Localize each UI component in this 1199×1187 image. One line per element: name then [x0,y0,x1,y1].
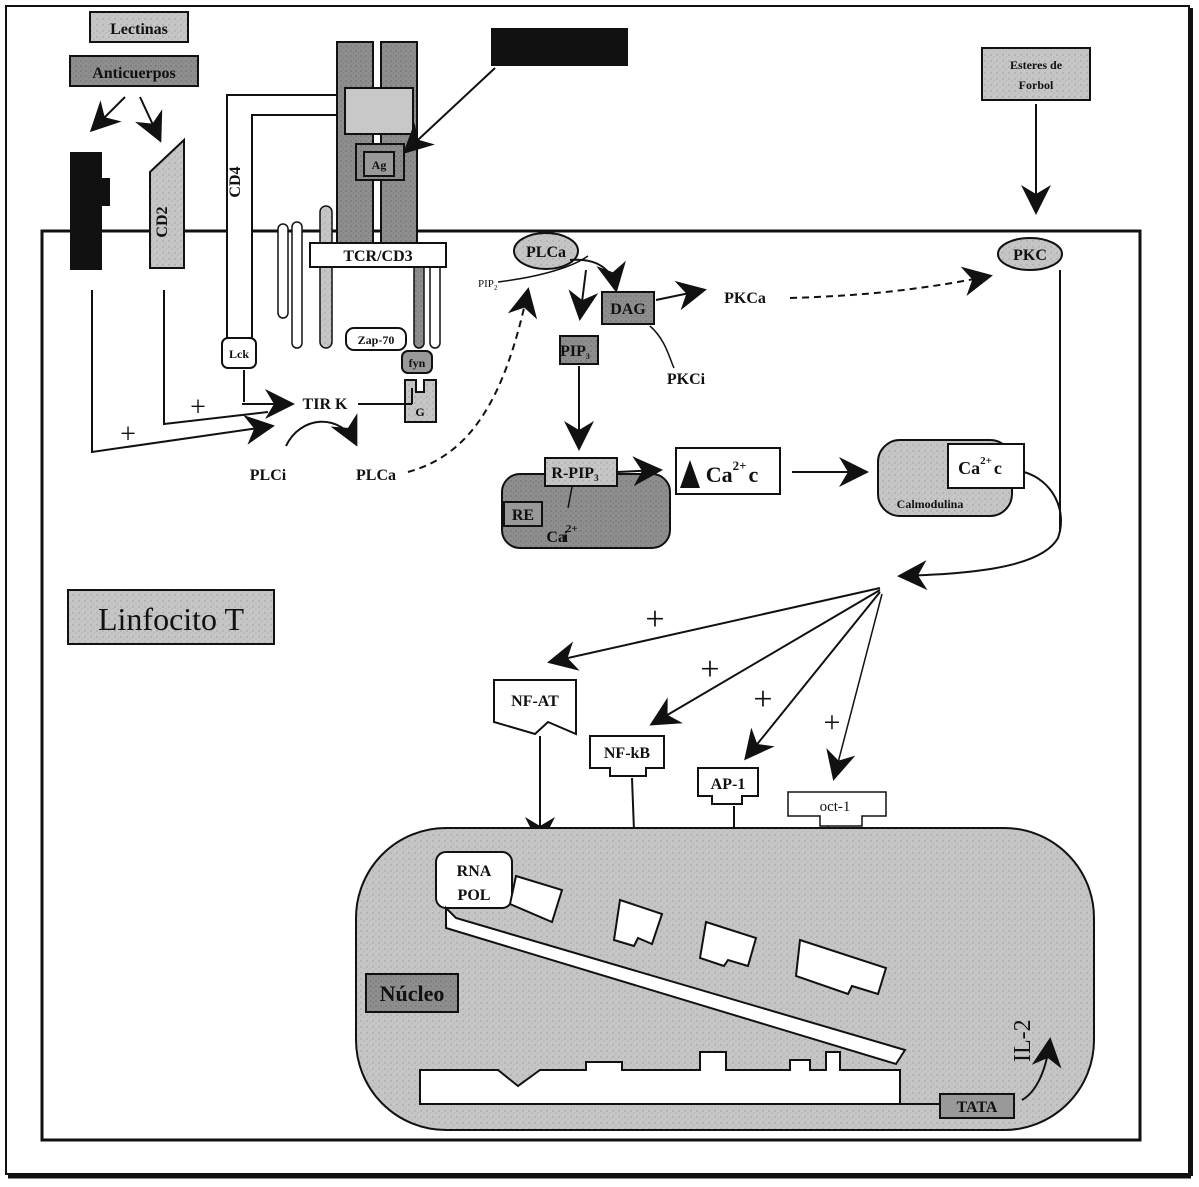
nucleo-label-box: Núcleo [366,974,458,1012]
cd2-receptor: CD2 [150,140,184,268]
ag-label: Ag [372,158,387,172]
esteres-label-1: Esteres de [1010,58,1063,72]
lectinas-box: Lectinas [90,12,188,42]
arrow-to-oct1 [834,594,882,778]
plca-top-label: PLCa [526,244,566,261]
anticuerpos-label: Anticuerpos [92,65,176,82]
lck-label: Lck [229,347,249,361]
nfkb-factor: NF-kB [590,736,664,776]
tcr-complex [337,42,417,244]
plus-sign: + [700,651,719,688]
linfocito-label: Linfocito T [98,601,245,637]
nucleo-label: Núcleo [380,981,445,1006]
plca-ellipse: PLCa [514,233,578,269]
tcr-cd3-box: TCR/CD3 [310,243,446,267]
pkci-line [650,326,674,368]
zap70-label: Zap-70 [358,333,395,347]
lck-box: Lck [222,338,256,368]
black-receptor [70,152,110,270]
nfkb-label: NF-kB [604,745,651,762]
nfat-factor: NF-AT [494,680,576,734]
pip3-box: PIP3 [560,336,598,364]
lectinas-label: Lectinas [110,21,168,38]
fyn-box: fyn [402,351,432,373]
plca-to-dag-arrow [570,260,616,290]
calmodulina-label: Calmodulina [897,497,964,511]
tata-label: TATA [957,1099,998,1116]
plus-sign: + [753,681,772,718]
plus-sign: + [120,419,136,450]
signal-convergence-line [900,270,1061,576]
pol-label: POL [458,887,491,904]
calmodulina-organelle: Ca2+c Calmodulina [878,440,1024,516]
esteres-label-2: Forbol [1019,78,1054,92]
pip2-label: PIP2 [478,278,498,292]
pkca-to-pkc-arrow [790,276,990,298]
plci-to-plca-arrow [286,422,356,446]
ca-cal-label: Ca2+c [958,455,1002,478]
linfocito-label-box: Linfocito T [68,590,274,644]
ca-c-box: Ca2+c [676,448,780,494]
pip3-label: PIP3 [560,343,590,361]
arrow-to-cd2 [140,97,160,140]
cd2-label: CD2 [154,206,171,237]
plus-sign: + [190,392,206,423]
arrow-to-receptor [92,97,125,130]
tata-box: TATA [940,1094,1014,1118]
dag-label: DAG [610,301,646,318]
plus-sign: + [824,706,841,739]
g-label: G [415,405,424,419]
rpip-to-ca-arrow [617,470,660,472]
dag-to-pkca-arrow [656,290,704,300]
oct1-factor: oct-1 [788,792,886,826]
ap1-factor: AP-1 [698,768,758,804]
ag-antigen: Ag [364,152,394,176]
oct1-label: oct-1 [820,799,851,815]
anticuerpos-box: Anticuerpos [70,56,198,86]
rpip-label: R-PIP3 [551,465,599,483]
arrow-to-ap1 [746,592,880,758]
esteres-box: Esteres de Forbol [982,48,1090,100]
tirk-label: TIR K [303,396,348,413]
rna-pol-box: RNA POL [436,852,512,908]
g-protein: G [405,380,436,422]
arrow-to-ag [405,68,495,152]
plca-bottom-label: PLCa [356,467,396,484]
fyn-label: fyn [409,356,426,370]
il2-label: IL-2 [1010,1019,1036,1062]
pkc-label: PKC [1013,247,1047,264]
tcr-cd3-label: TCR/CD3 [343,248,412,265]
rna-label: RNA [457,863,492,880]
zap70-box: Zap-70 [346,328,406,350]
plci-label: PLCi [250,467,287,484]
black-label-box [491,28,628,66]
plca-to-pip3-arrow [580,270,586,318]
re-label: RE [512,507,534,524]
ca-c-label: Ca2+c [706,458,759,487]
dag-box: DAG [602,292,654,324]
pkc-ellipse: PKC [998,238,1062,270]
plus-sign: + [645,601,664,638]
ap1-label: AP-1 [711,776,746,793]
cd4-label: CD4 [227,166,244,197]
nfat-label: NF-AT [511,693,559,710]
pkca-label: PKCa [724,290,766,307]
pkci-label: PKCi [667,371,706,388]
